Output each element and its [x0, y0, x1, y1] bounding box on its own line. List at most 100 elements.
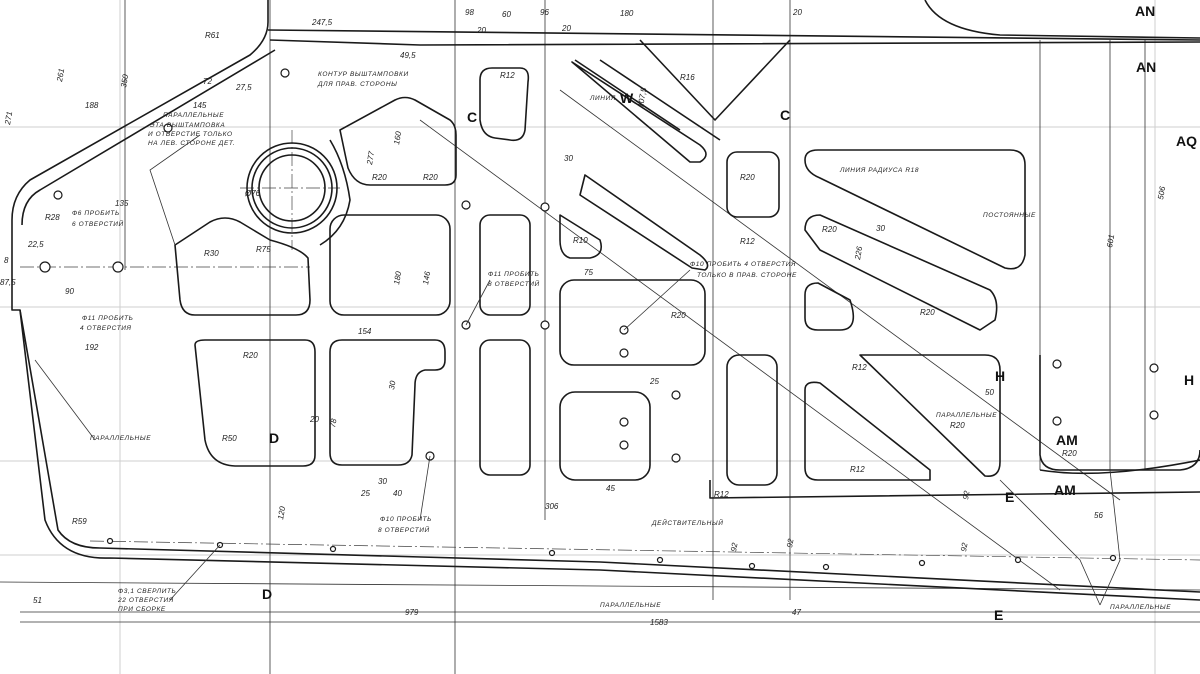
- note-text: ЭТА ВЫШТАМПОВКА: [150, 122, 225, 129]
- dimension-label: 247,5: [311, 18, 333, 27]
- dimension-label: 96: [540, 8, 549, 17]
- dimension-label: 146: [421, 270, 432, 285]
- dimension-label: 306: [545, 502, 559, 511]
- note-text: 22 ОТВЕРСТИЯ: [117, 597, 174, 604]
- dimension-label: 8: [4, 256, 9, 265]
- radius-label: R12: [500, 71, 515, 80]
- annotations: КОНТУР ВЫШТАМПОВКИ ДЛЯ ПРАВ. СТОРОНЫ ПАР…: [72, 71, 1171, 613]
- radius-label: R28: [45, 213, 60, 222]
- hole: [112, 261, 124, 273]
- dimension-label: 30: [378, 477, 387, 486]
- section-marker: H: [1184, 372, 1194, 388]
- dimension-label: 27,5: [235, 83, 252, 92]
- note-text: НА ЛЕВ. СТОРОНЕ ДЕТ.: [148, 140, 235, 147]
- section-marker: AQ: [1176, 133, 1197, 149]
- section-marker: E: [994, 607, 1003, 623]
- note-text: 6 ОТВЕРСТИЙ: [72, 219, 124, 228]
- dimension-label: 261: [55, 68, 66, 84]
- note-text: ЛИНИЯ РАДИУСА R18: [839, 167, 919, 174]
- dimension-label: 92: [729, 541, 740, 552]
- note-text: ПАРАЛЛЕЛЬНЫЕ: [600, 602, 661, 609]
- dimension-label: 75: [584, 268, 593, 277]
- holes: [39, 68, 1159, 571]
- note-text: Ф10 ПРОБИТЬ: [380, 516, 432, 523]
- hole: [1052, 359, 1062, 369]
- dimension-label: 78: [328, 417, 339, 428]
- note-text: Ф11 ПРОБИТЬ: [82, 315, 134, 322]
- radius-label: R20: [423, 173, 438, 182]
- dimension-label: 1583: [650, 618, 668, 627]
- dimension-label: 47: [792, 608, 801, 617]
- dimension-label: 45: [606, 484, 615, 493]
- dimension-label: 90: [65, 287, 74, 296]
- section-marker: D: [262, 586, 272, 602]
- hole: [548, 549, 556, 557]
- hole: [540, 202, 550, 212]
- dimension-label: 601: [1105, 234, 1116, 249]
- section-marker: AM: [1056, 432, 1078, 448]
- hole: [280, 68, 290, 78]
- radius-label: R59: [72, 517, 87, 526]
- section-marker: H: [995, 368, 1005, 384]
- radius-label: R20: [1062, 449, 1077, 458]
- dimension-label: 50: [985, 388, 994, 397]
- dimension-label: 49,5: [400, 51, 416, 60]
- radius-label: R10: [573, 236, 588, 245]
- dimension-label: 180: [392, 270, 403, 285]
- hole: [619, 417, 629, 427]
- hole: [461, 200, 471, 210]
- hole: [329, 545, 337, 553]
- radius-label: R20: [920, 308, 935, 317]
- note-text: 8 ОТВЕРСТИЙ: [488, 279, 540, 288]
- dimension-label: 135: [115, 199, 129, 208]
- hole: [656, 556, 664, 564]
- dimension-label: 20: [792, 8, 802, 17]
- dimension-label: 120: [276, 505, 287, 520]
- dimension-label: 40: [393, 489, 402, 498]
- note-text: ПРИ СБОРКЕ: [118, 606, 166, 613]
- dimension-label: 506: [1156, 185, 1167, 200]
- hole: [163, 123, 173, 133]
- hole: [106, 537, 114, 545]
- radius-label: R20: [822, 225, 837, 234]
- note-text: ДЕЙСТВИТЕЛЬНЫЙ: [651, 518, 724, 527]
- note-text: И ОТВЕРСТИЕ ТОЛЬКО: [148, 131, 233, 138]
- cutouts: [174, 39, 1200, 486]
- radius-label: R20: [950, 421, 965, 430]
- hole: [1014, 556, 1022, 564]
- radius-label: R50: [222, 434, 237, 443]
- note-text: Ф6 ПРОБИТЬ: [72, 210, 120, 217]
- dimension-label: 20: [309, 415, 319, 424]
- dimension-label: 87,5: [0, 278, 16, 287]
- dimension-label: 51: [33, 596, 42, 605]
- dimension-label: 60: [502, 10, 511, 19]
- hole: [1109, 554, 1117, 562]
- dimension-label: 30: [876, 224, 885, 233]
- hole: [671, 453, 681, 463]
- dimension-label: 22,5: [27, 240, 44, 249]
- dimension-label: 30: [387, 379, 398, 390]
- note-text: ПАРАЛЛЕЛЬНЫЕ: [90, 435, 151, 442]
- radius-label: R30: [204, 249, 219, 258]
- stamping-circle: [246, 139, 351, 246]
- hole: [671, 390, 681, 400]
- radius-label: R20: [740, 173, 755, 182]
- dimension-label: 25: [649, 377, 659, 386]
- radius-label: R12: [850, 465, 865, 474]
- radius-label: R12: [852, 363, 867, 372]
- section-markers: AN AN AQ C C W H H AM AM E E D D: [262, 3, 1197, 623]
- radius-label: R12: [714, 490, 729, 499]
- radius-labels: R61 R20 R20 R30 R75 R50 R20 R12 R20 R12 …: [45, 31, 1077, 526]
- hole: [1052, 416, 1062, 426]
- dimension-label: 56: [1094, 511, 1103, 520]
- radius-label: R61: [205, 31, 220, 40]
- note-text: 4 ОТВЕРСТИЯ: [80, 325, 132, 332]
- dimension-label: 145: [193, 101, 207, 110]
- hole: [1149, 410, 1159, 420]
- hole: [39, 261, 51, 273]
- dimension-label: 226: [853, 245, 864, 261]
- section-marker: W: [620, 90, 634, 106]
- dimension-label: 25: [360, 489, 370, 498]
- note-text: ПОСТОЯННЫЕ: [983, 212, 1036, 219]
